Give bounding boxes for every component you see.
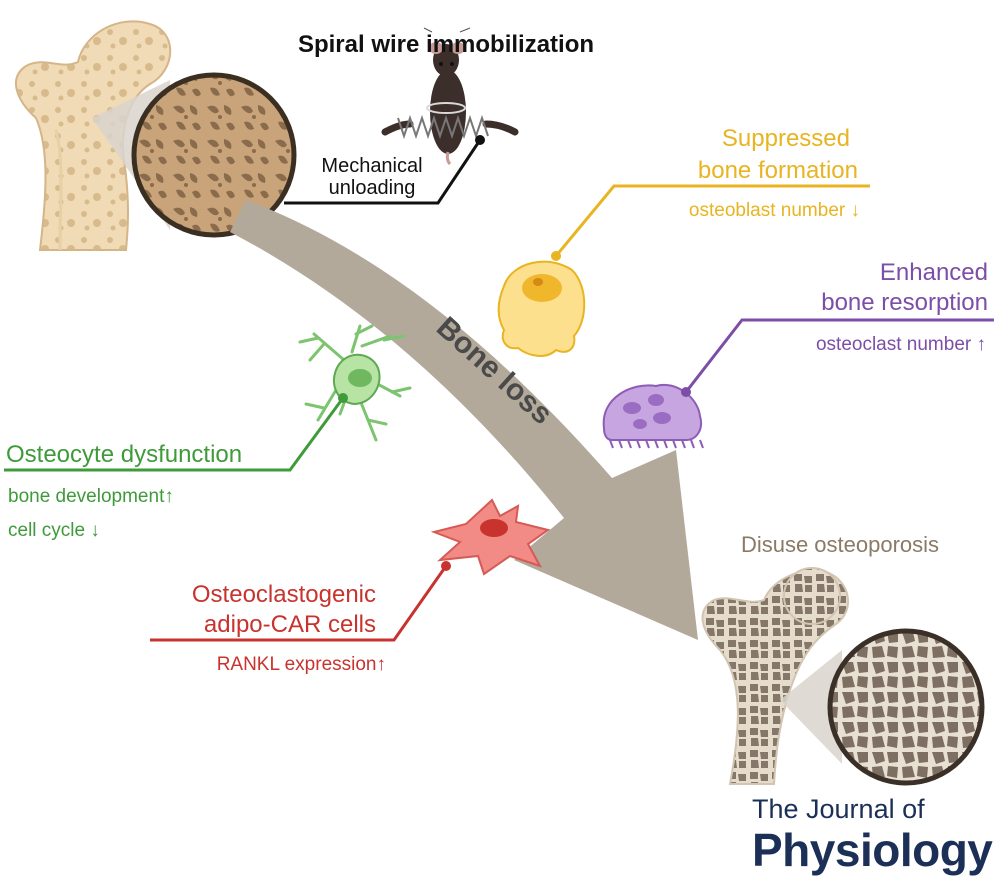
adipo-leader (150, 565, 448, 642)
osteoblast-icon (497, 251, 586, 357)
journal-line-2: Physiology (752, 824, 993, 876)
osteocyte-leader (4, 397, 345, 472)
suppressed-label-1: Suppressed (722, 125, 850, 152)
adipo-label-2: adipo-CAR cells (204, 611, 376, 638)
bone-loss-arrow (230, 200, 698, 640)
mouse-icon (381, 27, 519, 166)
trabecular-magnifier-icon (131, 72, 297, 238)
magnifier-wedge-porous (780, 650, 842, 764)
mechanical-label-2: unloading (329, 177, 416, 199)
journal-logo: The Journal of Physiology (752, 794, 993, 876)
suppressed-label-2: bone formation (698, 157, 858, 184)
adipo-label-1: Osteoclastogenic (192, 581, 376, 608)
resorption-leader (684, 318, 994, 393)
osteoclast-label: osteoclast number ↑ (816, 334, 986, 355)
femur-osteoporotic-icon (701, 567, 849, 785)
porous-magnifier-icon (827, 628, 985, 786)
enhanced-label-2: bone resorption (821, 289, 988, 316)
rankl-label: RANKL expression↑ (217, 654, 386, 675)
osteoclast-icon (602, 383, 704, 449)
enhanced-label-1: Enhanced (880, 259, 988, 286)
cell-cycle-label: cell cycle ↓ (8, 520, 100, 541)
osteocyte-label: Osteocyte dysfunction (6, 441, 242, 468)
mechanical-leader (284, 139, 482, 205)
disuse-label: Disuse osteoporosis (741, 532, 939, 557)
immobilization-label: Spiral wire immobilization (298, 31, 594, 58)
osteocyte-icon (298, 324, 412, 442)
osteoblast-label: osteoblast number ↓ (689, 200, 860, 221)
formation-leader (554, 184, 870, 257)
mechanical-label-1: Mechanical (321, 155, 422, 177)
journal-line-1: The Journal of (752, 794, 925, 824)
adipo-car-cell-icon (430, 498, 551, 576)
bone-dev-label: bone development↑ (8, 486, 174, 507)
